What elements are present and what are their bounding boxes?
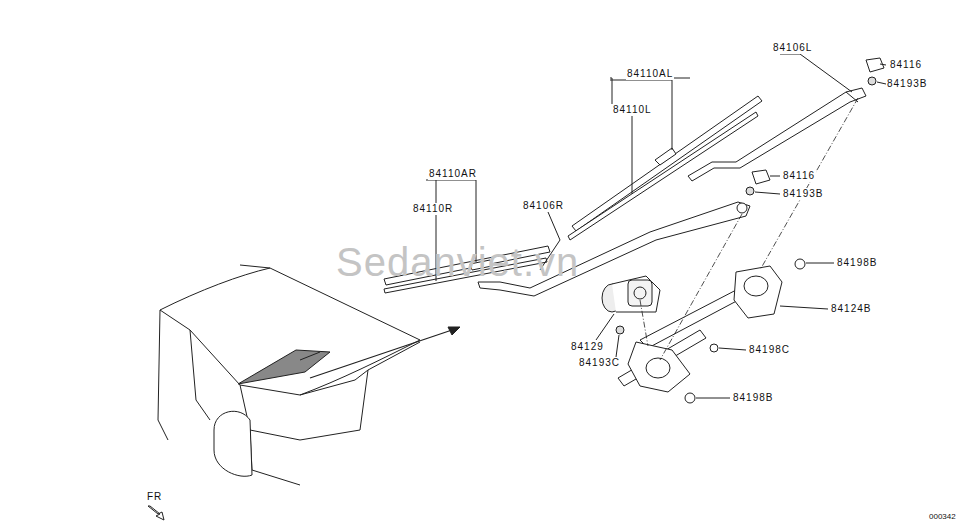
callout-number: 84106L <box>772 42 813 54</box>
direction-label: FR <box>146 491 163 503</box>
callout-number: 84110AL <box>626 68 674 80</box>
callout-number: 84124B <box>830 303 872 315</box>
drawing-number: 000342 <box>928 511 957 523</box>
callout-number: 84193B <box>782 188 824 200</box>
callout-number: 84129 <box>570 341 605 353</box>
callout-number: 84116 <box>782 170 816 182</box>
callout-number: 84110AR <box>428 168 478 180</box>
callout-number: 84193B <box>886 78 928 90</box>
callout-number: 84198B <box>732 392 774 404</box>
callout-number: 84116 <box>889 59 923 71</box>
callout-number: 84193C <box>578 357 621 369</box>
callout-number: 84198B <box>836 257 878 269</box>
callout-number: 84110L <box>612 104 653 116</box>
watermark: Sedanviet.vn <box>336 240 579 285</box>
callout-number: 84106R <box>522 200 565 212</box>
callout-number: 84110R <box>412 203 454 215</box>
callout-number: 84198C <box>748 344 791 356</box>
